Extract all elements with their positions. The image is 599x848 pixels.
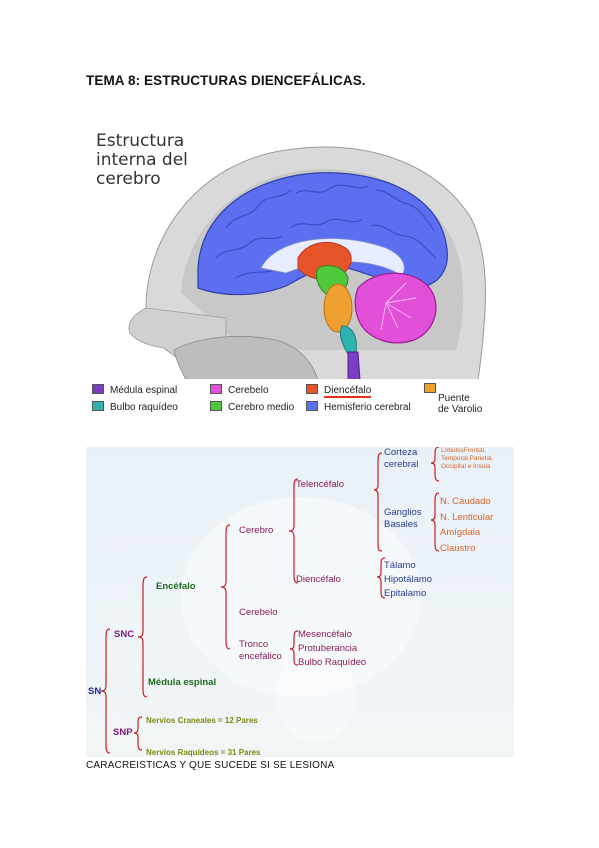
figure-title-line-2: interna del <box>96 150 188 170</box>
list-item: Amígdala <box>440 527 481 538</box>
node-nervios-craneales: Nervios Craneales = 12 Pares <box>146 716 258 725</box>
node-corteza-cerebral: Corteza cerebral <box>384 447 419 470</box>
node-medula-espinal: Médula espinal <box>148 677 217 688</box>
nervous-system-concept-map: SN SNC SNP Encéfalo Médula espinal Cereb… <box>86 447 514 757</box>
node-cerebelo: Cerebelo <box>239 607 278 618</box>
node-cerebro: Cerebro <box>239 525 274 536</box>
node-encefalo: Encéfalo <box>156 581 196 592</box>
list-item: Bulbo Raquídeo <box>298 657 367 668</box>
node-diencefalo-items: Tálamo Hipotálamo Epitalamo <box>384 559 432 601</box>
page-title: TEMA 8: ESTRUCTURAS DIENCEFÁLICAS. <box>86 73 366 88</box>
node-tronco-items: Mesencéfalo Protuberancia Bulbo Raquídeo <box>298 628 366 670</box>
node-diencefalo: Diencéfalo <box>296 574 341 585</box>
legend-swatch <box>210 401 222 411</box>
node-lobulos: LóbulosFrontal, Temporal,Parietal, Occip… <box>441 447 494 470</box>
footer-caption: CARACREISTICAS Y QUE SUCEDE SI SE LESION… <box>86 760 335 771</box>
figure-title-line-1: Estructura <box>96 131 185 151</box>
list-item: Protuberancia <box>298 643 358 654</box>
node-nervios-raquideos: Nervios Raquídeos = 31 Pares <box>146 748 261 757</box>
node-tronco-encefalico: Tronco encefálico <box>239 639 282 662</box>
legend-swatch <box>92 384 104 394</box>
brain-illustration <box>86 146 514 381</box>
figure-title-line-3: cerebro <box>96 169 161 189</box>
list-item: Hipotálamo <box>384 574 433 585</box>
legend-swatch <box>424 383 436 393</box>
figure-title: Estructura interna del cerebro <box>96 132 188 189</box>
legend-puente-de-varolio: Puente de Varolio <box>424 382 482 415</box>
legend-diencefalo: Diencéfalo <box>306 384 372 398</box>
legend-cerebelo: Cerebelo <box>210 384 269 396</box>
list-item: Claustro <box>440 542 476 554</box>
legend-swatch <box>210 384 222 394</box>
brain-structure-figure: Estructura interna del cerebro Médula es… <box>86 118 514 418</box>
legend-hemisferio-cerebral: Hemisferio cerebral <box>306 401 411 413</box>
node-snc: SNC <box>114 629 135 640</box>
legend-swatch <box>92 401 104 411</box>
list-item: Epitalamo <box>384 588 427 599</box>
node-snp: SNP <box>113 727 133 738</box>
concept-map-brackets <box>100 447 440 754</box>
list-item: N. Lenticular <box>440 511 494 523</box>
list-item: Tálamo <box>384 560 416 571</box>
legend-bulbo-raquideo: Bulbo raquídeo <box>92 401 178 413</box>
node-telencefalo: Telencéfalo <box>296 479 345 490</box>
legend-swatch <box>306 401 318 411</box>
legend-cerebro-medio: Cerebro medio <box>210 401 294 413</box>
list-item: Mesencéfalo <box>298 629 352 640</box>
legend-swatch <box>306 384 318 394</box>
node-sn: SN <box>88 686 102 697</box>
list-item: N. Caudado <box>440 496 491 507</box>
node-ganglios-basales: Ganglios Basales <box>384 507 422 530</box>
node-ganglios-items: N. Caudado N. Lenticular Amígdala Claust… <box>440 494 493 556</box>
legend-medula-espinal: Médula espinal <box>92 384 177 396</box>
